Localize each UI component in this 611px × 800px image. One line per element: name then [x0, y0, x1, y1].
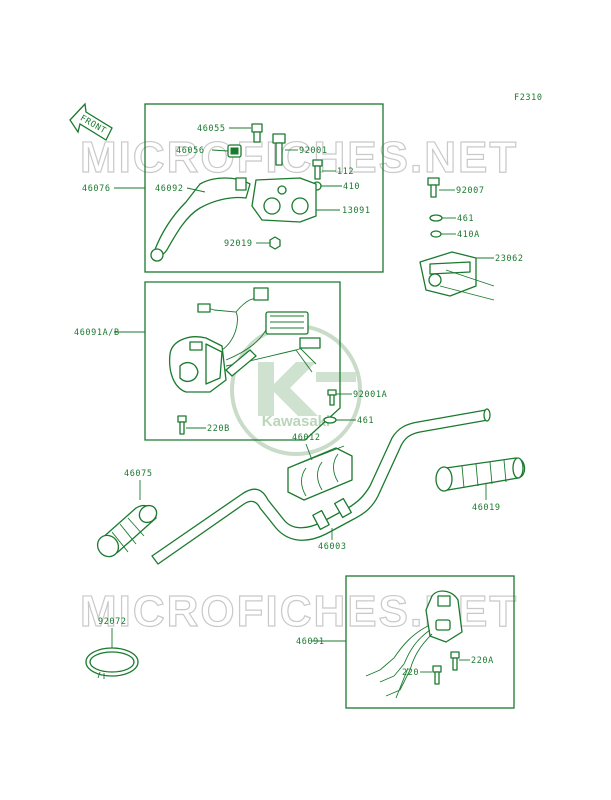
part-220A: 220A [471, 656, 494, 666]
part-46003: 46003 [318, 542, 347, 552]
bolt-92001-icon [272, 133, 286, 166]
part-410A: 410A [457, 230, 480, 240]
part-220: 220 [402, 668, 419, 678]
nut-46056-icon [227, 144, 242, 158]
part-92001A: 92001A [353, 390, 387, 400]
washer-461-mid-icon [323, 416, 337, 424]
part-46092: 46092 [155, 184, 184, 194]
bolt-92007-icon [427, 177, 440, 198]
washer-410A-icon [430, 230, 442, 238]
part-461-top: 461 [457, 214, 474, 224]
part-46019: 46019 [472, 503, 501, 513]
part-46056: 46056 [176, 146, 205, 156]
screw-220-icon [432, 665, 442, 685]
part-410: 410 [343, 182, 360, 192]
part-92007: 92007 [456, 186, 485, 196]
washer-461-icon [429, 214, 443, 222]
part-23062: 23062 [495, 254, 524, 264]
screw-220A-icon [450, 651, 460, 671]
part-46075: 46075 [124, 469, 153, 479]
ring-92072 [85, 647, 139, 679]
part-112: 112 [337, 167, 354, 177]
lever-ball-end [150, 248, 164, 262]
part-92019: 92019 [224, 239, 253, 249]
part-461-mid: 461 [357, 416, 374, 426]
part-46076: 46076 [82, 184, 111, 194]
watermark-top: MICROFICHES.NET [80, 133, 518, 182]
lever-46092 [153, 177, 251, 257]
lever-holder-13091 [251, 177, 317, 223]
throttle-grip-46019 [435, 457, 526, 492]
switch-assembly-box [144, 281, 341, 441]
right-switch-box [345, 575, 515, 709]
screw-112-icon [312, 159, 323, 180]
grip-46075 [96, 504, 158, 558]
part-46055: 46055 [197, 124, 226, 134]
nut-92019-icon [269, 236, 281, 250]
left-switch-housing [168, 287, 321, 393]
bolt-46055-icon [251, 123, 263, 143]
part-92001: 92001 [299, 146, 328, 156]
screw-92001A-icon [327, 389, 337, 406]
screw-220B-icon [177, 415, 187, 435]
diagram-code: F2310 [514, 93, 543, 103]
logo-text: Kawasaki [262, 413, 330, 430]
part-46091: 46091 [296, 637, 325, 647]
part-13091: 13091 [342, 206, 371, 216]
part-220B: 220B [207, 424, 230, 434]
part-92072: 92072 [98, 617, 127, 627]
right-switch-housing [365, 590, 463, 699]
bracket-23062 [419, 251, 495, 301]
part-46091AB: 46091A/B [74, 328, 120, 338]
lever-pivot [235, 177, 247, 191]
part-46012: 46012 [292, 433, 321, 443]
holder-46012 [287, 445, 353, 501]
